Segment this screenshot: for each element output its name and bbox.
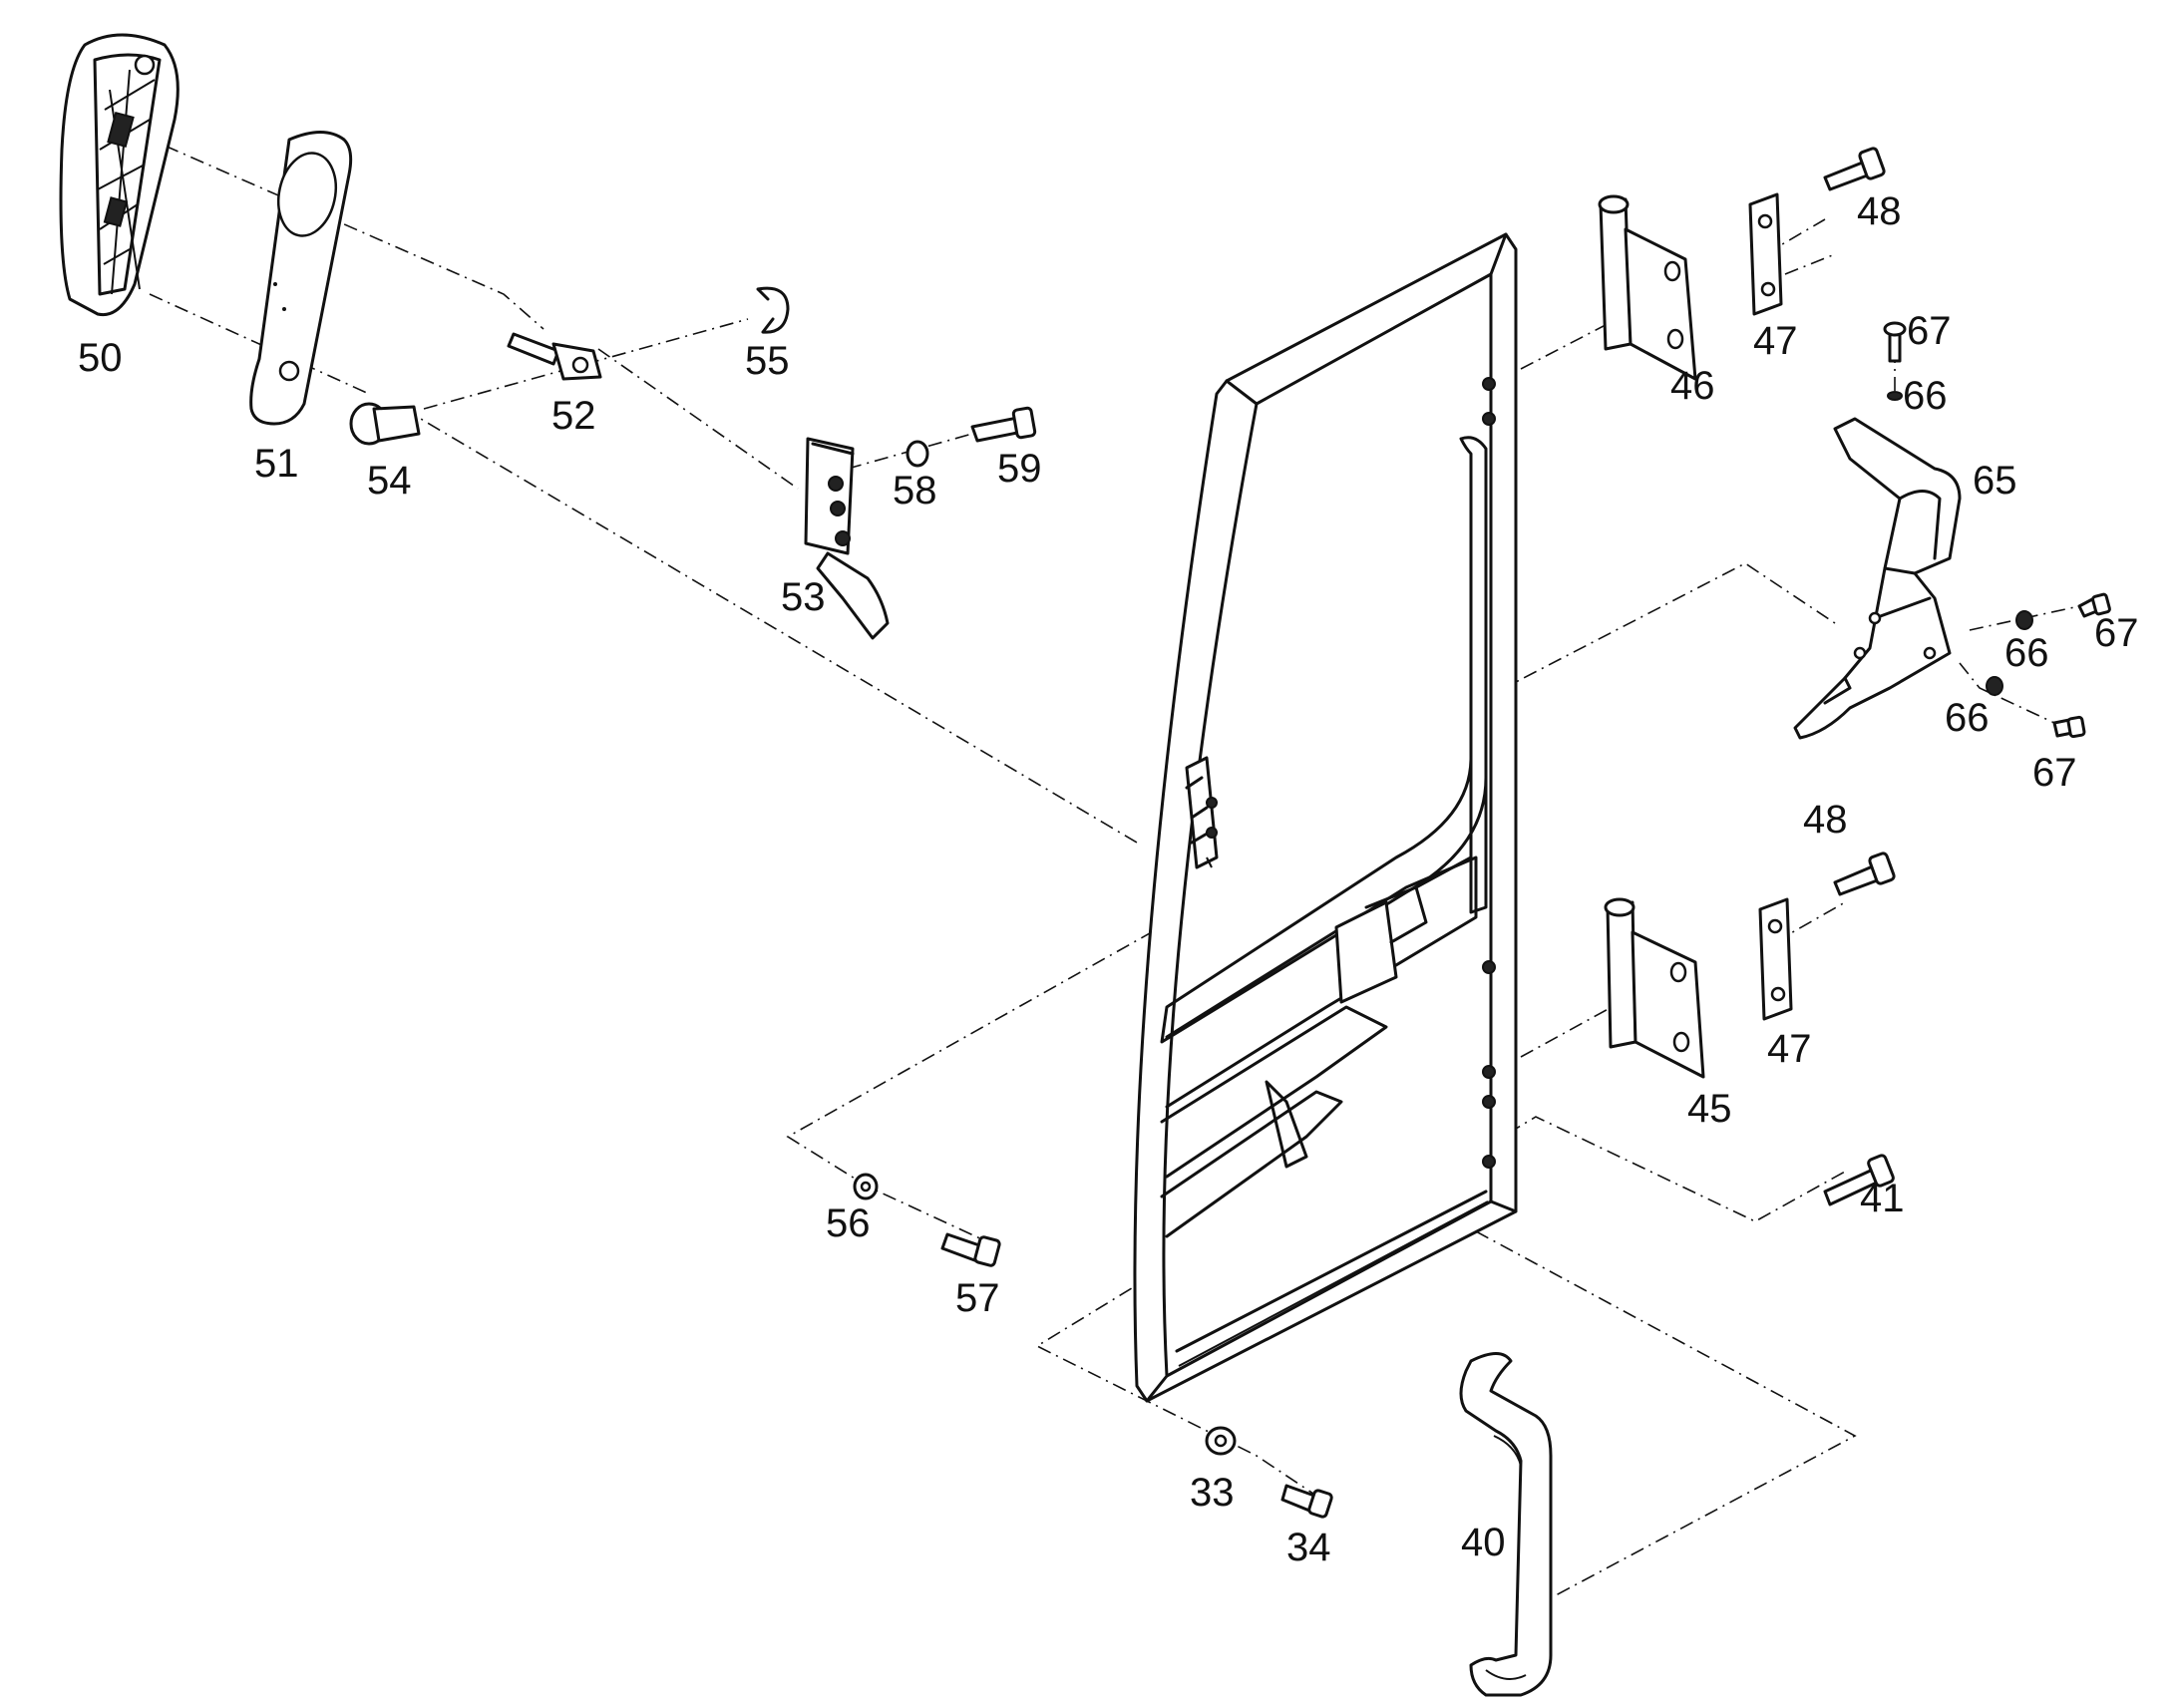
part-66-washer-mid bbox=[2015, 610, 2033, 630]
callout-58: 58 bbox=[893, 469, 937, 512]
callout-47-upper: 47 bbox=[1753, 319, 1798, 363]
callout-55: 55 bbox=[745, 339, 790, 383]
part-45-hinge-lower bbox=[1604, 897, 1705, 1079]
part-34-bolt bbox=[1280, 1484, 1333, 1519]
part-58-washer bbox=[906, 440, 929, 468]
part-65-bracket bbox=[1793, 417, 1962, 740]
part-41-bolt bbox=[1823, 1154, 1895, 1206]
callout-65: 65 bbox=[1973, 459, 2017, 503]
part-66-washer-low bbox=[1986, 676, 2003, 696]
part-56-washer bbox=[853, 1173, 879, 1200]
part-57-bolt bbox=[940, 1232, 1001, 1267]
part-59-bolt bbox=[970, 406, 1037, 443]
callout-67-top: 67 bbox=[1907, 309, 1952, 353]
callout-40: 40 bbox=[1461, 1521, 1506, 1564]
callout-57: 57 bbox=[955, 1276, 1000, 1320]
part-54-button-pin bbox=[349, 402, 421, 446]
part-46-hinge-upper bbox=[1598, 194, 1697, 381]
callout-53: 53 bbox=[781, 575, 826, 619]
part-47-plate-lower bbox=[1758, 897, 1793, 1021]
callout-66-mid: 66 bbox=[2004, 631, 2049, 675]
callout-48-lower: 48 bbox=[1803, 798, 1848, 842]
part-33-washer bbox=[1205, 1426, 1237, 1456]
callout-48-upper: 48 bbox=[1857, 189, 1902, 233]
callout-47-lower: 47 bbox=[1767, 1027, 1812, 1071]
callout-34: 34 bbox=[1286, 1526, 1331, 1569]
callout-67-low: 67 bbox=[2032, 751, 2077, 795]
part-67-screw-mid bbox=[2077, 592, 2111, 618]
callout-67-mid: 67 bbox=[2094, 611, 2139, 655]
callout-labels: 50 51 54 52 55 58 59 53 46 47 48 67 66 6… bbox=[78, 189, 2139, 1569]
part-67-screw-top bbox=[1883, 321, 1907, 363]
callout-56: 56 bbox=[826, 1201, 871, 1245]
part-47-plate-upper bbox=[1748, 192, 1783, 316]
callout-50: 50 bbox=[78, 336, 123, 380]
part-48-bolt-lower bbox=[1833, 852, 1896, 896]
door-frame bbox=[1133, 232, 1518, 1403]
part-50-handle bbox=[59, 33, 180, 317]
part-52-pin bbox=[507, 332, 602, 381]
callout-59: 59 bbox=[997, 447, 1042, 491]
callout-52: 52 bbox=[551, 394, 596, 438]
part-53-latch bbox=[804, 437, 890, 640]
callout-45: 45 bbox=[1687, 1087, 1732, 1131]
part-67-screw-low bbox=[2052, 715, 2086, 739]
callout-66-low: 66 bbox=[1945, 696, 1990, 740]
callout-46: 46 bbox=[1670, 364, 1715, 408]
callout-66-top: 66 bbox=[1903, 374, 1948, 418]
part-55-clip bbox=[756, 286, 790, 334]
callout-51: 51 bbox=[254, 442, 299, 486]
part-51-plate bbox=[249, 131, 353, 426]
callout-54: 54 bbox=[367, 459, 412, 503]
callout-33: 33 bbox=[1190, 1471, 1235, 1515]
callout-41: 41 bbox=[1860, 1177, 1905, 1220]
part-66-washer-top bbox=[1887, 391, 1903, 401]
part-48-bolt-upper bbox=[1823, 147, 1886, 191]
part-40-grab-handle bbox=[1459, 1352, 1553, 1697]
